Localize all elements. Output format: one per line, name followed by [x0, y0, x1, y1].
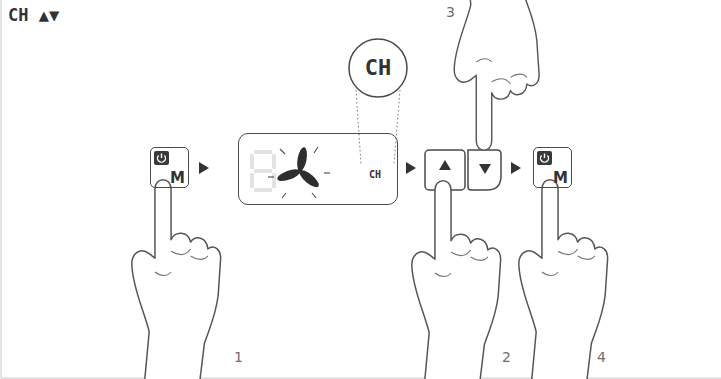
faded-digit [250, 150, 276, 192]
frame-line [1, 378, 721, 379]
channel-code: CH [369, 170, 381, 180]
lcd-display: CH [238, 133, 398, 205]
pointing-hand [519, 180, 608, 379]
channel-code: CH [365, 57, 392, 79]
callout-number: 3 [446, 4, 455, 20]
power-icon [537, 151, 552, 165]
step-arrow [199, 162, 209, 174]
pointing-hand [454, 0, 539, 150]
setting-code: CH ▲▼ [8, 5, 59, 25]
zoom-circle: CH [348, 38, 408, 98]
mode-button: M [150, 147, 189, 188]
down-button [468, 150, 501, 190]
zoom-leader [394, 90, 400, 164]
callout-number: 1 [234, 349, 243, 365]
button-letter: M [553, 171, 568, 186]
callout-number: 2 [502, 349, 511, 365]
power-icon [154, 151, 169, 165]
callout-number: 4 [597, 349, 606, 365]
frame-line [1, 0, 2, 378]
step-arrow [406, 162, 416, 174]
fan-icon [268, 147, 330, 198]
mode-button: M [533, 147, 572, 188]
step-arrow [511, 162, 521, 174]
zoom-leader [356, 90, 361, 164]
pointing-hand [132, 180, 221, 379]
button-letter: M [170, 171, 185, 186]
pointing-hand [412, 181, 501, 379]
